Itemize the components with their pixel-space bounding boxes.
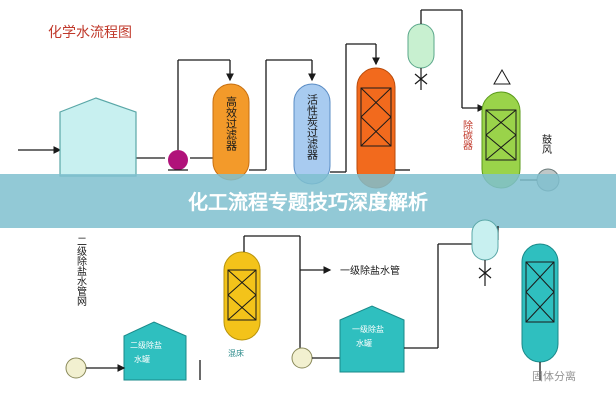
raw-water-pump [168, 150, 188, 171]
alkali-tank [471, 219, 499, 286]
title-banner: 化工流程专题技巧深度解析 [0, 174, 616, 228]
anion-exchanger [521, 243, 559, 363]
pipe-to-filter [177, 59, 234, 150]
pipe-carbon-to-cation [330, 43, 380, 173]
primary-pump [291, 347, 342, 369]
diagram-title: 化学水流程图 [48, 25, 132, 41]
label-high-efficiency-filter: 高效过滤器 [225, 95, 238, 152]
label-secondary-tank-1: 二级除盐 [130, 340, 162, 350]
label-secondary-tank-2: 水罐 [134, 354, 150, 364]
label-decarbonizer: 除碳器 [461, 119, 473, 151]
pipe-filter-to-carbon [249, 59, 316, 171]
label-mixed-bed: 混床 [228, 348, 244, 358]
acid-tank [407, 23, 435, 90]
mixed-bed-exchanger [223, 251, 261, 341]
watermark: 固体分离 [532, 369, 576, 383]
label-primary-tank-2: 水罐 [356, 338, 372, 348]
raw-water-tank [59, 97, 137, 177]
pipe-mixed-bed [199, 235, 332, 380]
pipe-cation-to-decarb [395, 9, 486, 171]
cation-exchanger [356, 67, 396, 189]
label-activated-carbon-filter: 活性炭过滤器 [306, 94, 319, 161]
label-blower: 鼓风 [540, 133, 552, 155]
label-primary-tank-1: 一级除盐 [352, 324, 384, 334]
raw-water-pipe [18, 146, 213, 159]
banner-text: 化工流程专题技巧深度解析 [188, 190, 428, 214]
secondary-pump [65, 357, 126, 379]
secondary-demin-tank [123, 321, 187, 381]
label-primary-pipe: 一级除盐水管 [340, 264, 400, 277]
label-secondary-pipe-network: 二级除盐水管网 [75, 236, 87, 307]
primary-demin-tank [339, 305, 405, 373]
decarbonizer [481, 68, 521, 189]
